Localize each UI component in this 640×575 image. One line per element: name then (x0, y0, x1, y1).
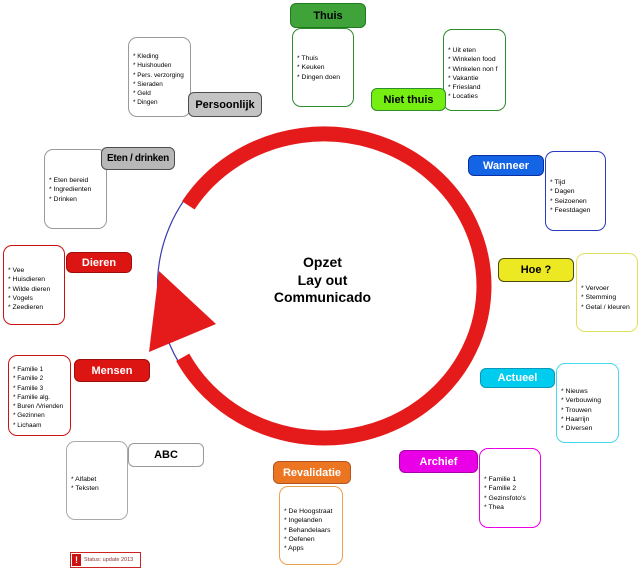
title-line: Opzet (303, 254, 342, 270)
list-item: * Locaties (448, 93, 478, 101)
list-item: * Gezinsfoto's (484, 494, 526, 502)
list-item: * Kleding (133, 53, 159, 60)
list-item: * Alfabet (71, 476, 97, 483)
category-box-thuis: * Thuis * Keuken * Dingen doen (292, 28, 354, 107)
list-item: * Drinken (49, 195, 77, 203)
list-item: * Familie 3 (13, 384, 44, 392)
arrowhead-icon (149, 271, 216, 352)
exclamation-icon: ! (72, 554, 81, 566)
list-item: * Vervoer (581, 285, 609, 292)
list-item: * Vakantie (448, 74, 479, 82)
category-label-eten-drinken: Eten / drinken (101, 147, 175, 170)
category-box-mensen: * Familie 1 * Familie 2 * Familie 3 * Fa… (8, 355, 71, 436)
category-box-wanneer: * Tijd * Dagen * Seizoenen * Feestdagen (545, 151, 606, 231)
list-item: * Familie 1 (484, 476, 517, 483)
list-item: * Winkelen non f (448, 65, 498, 73)
list-item: * Familie 2 (484, 485, 517, 493)
red-ring-arc (176, 126, 492, 446)
category-label-mensen: Mensen (74, 359, 150, 382)
list-item: * Friesland (448, 84, 481, 92)
status-note: ! Status: update 2013 (70, 552, 141, 568)
list-item: * Dingen doen (297, 73, 341, 81)
list-item: * Wilde dieren (8, 285, 51, 293)
list-item: * Familie 2 (13, 375, 44, 383)
diagram-title: Opzet Lay out Communicado (235, 254, 410, 307)
list-item: * Oefenen (284, 535, 315, 543)
list-item: * Apps (284, 545, 304, 553)
list-item: * Keuken (297, 64, 325, 72)
list-item: * Sieraden (133, 80, 163, 88)
list-item: * Vogels (8, 294, 33, 302)
category-label-revalidatie: Revalidatie (273, 461, 351, 484)
list-item: * Geld (133, 90, 151, 98)
list-item: * Behandelaars (284, 526, 331, 534)
list-item: * Gezinnen (13, 412, 45, 420)
category-label-niet-thuis: Niet thuis (371, 88, 446, 111)
list-item: * Ingredienten (49, 186, 92, 194)
category-box-eten-drinken: * Eten bereid * Ingredienten * Drinken (44, 149, 107, 229)
list-item: * Stemming (581, 294, 617, 302)
category-label-hoe: Hoe ? (498, 258, 574, 282)
list-item: * Teksten (71, 485, 99, 493)
list-item: * Familie 1 (13, 366, 44, 373)
list-item: * Thuis (297, 55, 319, 62)
list-item: * Vee (8, 267, 25, 274)
list-item: * Haarrijn (561, 415, 590, 423)
status-text: Status: update 2013 (84, 557, 134, 563)
category-label-persoonlijk: Persoonlijk (188, 92, 262, 117)
list-item: * Dagen (550, 188, 575, 196)
list-item: * Zeedieren (8, 304, 44, 312)
category-box-actueel: * Nieuws * Verbouwing * Trouwen * Haarri… (556, 363, 619, 443)
title-line: Communicado (273, 289, 372, 305)
category-box-archief: * Familie 1 * Familie 2 * Gezinsfoto's *… (479, 448, 541, 528)
category-box-persoonlijk: * Kleding * Huishouden * Pers. verzorgin… (128, 37, 191, 117)
list-item: * De Hoogstraat (284, 508, 333, 515)
category-box-hoe: * Vervoer * Stemming * Getal / kleuren (576, 253, 638, 332)
list-item: * Huisdieren (8, 276, 46, 284)
list-item: * Pers. verzorging (133, 71, 184, 79)
category-label-dieren: Dieren (66, 252, 132, 273)
category-box-revalidatie: * De Hoogstraat * Ingelanden * Behandela… (279, 486, 343, 565)
list-item: * Verbouwing (561, 397, 602, 405)
list-item: * Buren /Vrienden (13, 403, 64, 411)
list-item: * Dingen (133, 99, 158, 107)
category-box-dieren: * Vee * Huisdieren * Wilde dieren * Voge… (3, 245, 65, 325)
list-item: * Familie alg. (13, 393, 50, 401)
list-item: * Uit eten (448, 47, 476, 54)
list-item: * Diversen (561, 425, 593, 433)
category-label-abc: ABC (128, 443, 204, 467)
list-item: * Ingelanden (284, 517, 323, 525)
list-item: * Seizoenen (550, 197, 587, 205)
title-line: Lay out (297, 271, 348, 288)
list-item: * Tijd (550, 179, 566, 186)
list-item: * Eten bereid (49, 177, 89, 184)
list-item: * Winkelen food (448, 56, 496, 64)
list-item: * Getal / kleuren (581, 303, 630, 311)
category-box-niet-thuis: * Uit eten * Winkelen food * Winkelen no… (443, 29, 506, 111)
list-item: * Nieuws (561, 388, 588, 395)
category-label-thuis: Thuis (290, 3, 366, 28)
list-item: * Trouwen (561, 406, 592, 414)
list-item: * Thea (484, 503, 504, 511)
category-label-archief: Archief (399, 450, 478, 473)
category-box-abc: * Alfabet * Teksten (66, 441, 128, 520)
category-label-actueel: Actueel (480, 368, 555, 388)
list-item: * Lichaam (13, 421, 42, 429)
list-item: * Feestdagen (550, 206, 591, 214)
category-label-wanneer: Wanneer (468, 155, 544, 176)
list-item: * Huishouden (133, 62, 172, 70)
